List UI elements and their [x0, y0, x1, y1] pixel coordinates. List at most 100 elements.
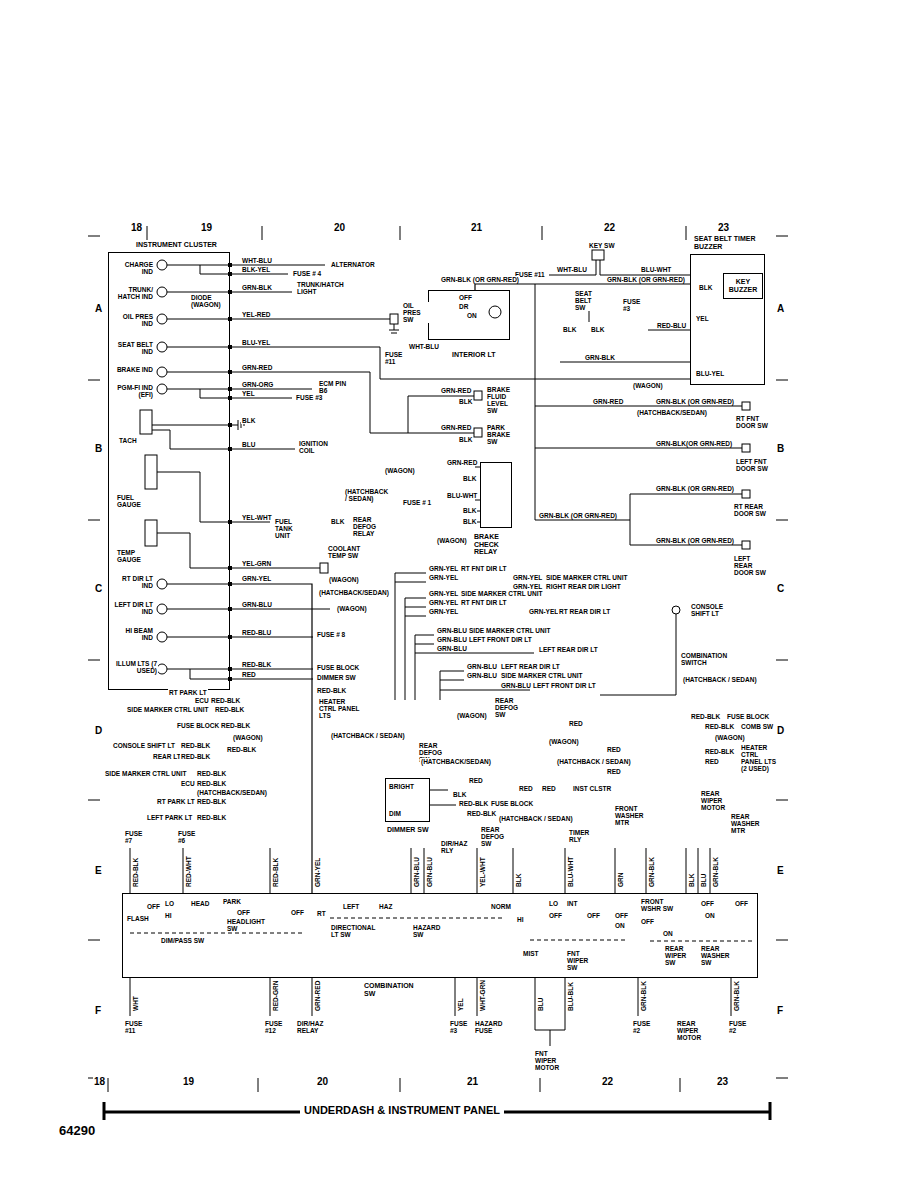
part-label: FNT WIPER MOTOR: [534, 1050, 566, 1071]
part-label: BRIGHT: [388, 783, 415, 790]
part-label: FUSE BLOCK: [316, 664, 360, 671]
part-label: F: [94, 1005, 102, 1016]
part-label: REAR LT: [152, 753, 182, 760]
part-label: FRONT WSHR SW: [640, 898, 676, 912]
terminal: [228, 423, 232, 427]
part-label: TIMER RLY: [568, 829, 590, 843]
part-label: BLK: [462, 475, 477, 482]
gauge-symbol: [140, 410, 157, 546]
indicator-lamp-symbol: [157, 632, 167, 642]
terminal: [228, 396, 232, 400]
part-label: RT FNT DIR LT: [460, 565, 507, 572]
part-label: (WAGON): [456, 712, 488, 719]
part-label: SIDE MARKER CTRL UNIT: [500, 672, 584, 679]
part-label: 20: [316, 1076, 329, 1087]
part-label: ON: [614, 922, 626, 929]
node-title: SEAT BELT TIMER BUZZER: [693, 235, 765, 250]
part-label: GRN-RED: [446, 459, 478, 466]
part-label: REAR DEFOG RELAY: [352, 516, 390, 537]
gauge-symbol: [140, 410, 152, 434]
wire-code: WHT-GRN: [479, 979, 486, 1012]
part-label: LEFT REAR DIR LT: [500, 663, 561, 670]
part-label: RED-BLK: [690, 713, 721, 720]
indicator-lamp-symbol: [157, 287, 167, 297]
wire-code: WHT: [132, 995, 139, 1012]
part-label: 19: [200, 222, 213, 233]
part-label: LEFT REAR DIR LT: [538, 646, 599, 653]
wire: [152, 425, 230, 679]
part-label: RED: [241, 671, 257, 678]
part-label: RED: [518, 785, 534, 792]
part-label: WHT-BLU: [241, 257, 273, 264]
part-label: LEFT DIR LT IND: [112, 601, 154, 615]
part-label: GRN-BLK (OR GRN-RED): [655, 537, 735, 544]
wire-code: RED-BLK: [132, 857, 139, 888]
terminal: [228, 345, 232, 349]
part-label: REAR WASHER MTR: [730, 813, 760, 834]
part-label: OFF: [614, 912, 629, 919]
wire: [167, 265, 230, 398]
part-label: GRN-BLU: [436, 636, 468, 643]
part-label: B: [94, 443, 103, 454]
part-label: SEAT BELT IND: [112, 341, 154, 355]
wire-code: YEL-WHT: [479, 856, 486, 888]
part-label: FUSE # 4: [292, 270, 322, 277]
indicator-lamp-symbol: [157, 367, 167, 377]
part-label: C: [776, 583, 785, 594]
grid-tick: [88, 226, 788, 1092]
part-label: FUSE # 1: [402, 499, 432, 506]
part-label: RT REAR DIR LT: [558, 608, 611, 615]
part-label: GRN-BLK(OR GRN-RED): [655, 440, 733, 447]
switch-linkage: [130, 918, 752, 941]
part-label: DIMMER SW: [316, 674, 357, 681]
part-label: (WAGON): [436, 537, 468, 544]
part-label: OFF: [290, 909, 305, 916]
switch-symbol: [592, 250, 604, 260]
part-label: GRN-BLK (OR GRN-RED): [606, 276, 686, 283]
part-label: BLK: [590, 326, 605, 333]
part-label: SIDE MARKER CTRL UNIT: [468, 627, 552, 634]
part-label: ECU: [180, 780, 196, 787]
part-label: (WAGON): [714, 734, 746, 741]
part-label: E: [94, 865, 103, 876]
terminal: [228, 447, 232, 451]
indicator-lamp-symbol: [157, 579, 167, 589]
part-label: LO: [548, 900, 559, 907]
part-label: GRN-YEL: [428, 574, 459, 581]
indicator-lamp-symbol: [157, 342, 167, 352]
part-label: (HATCHBACK/SEDAN): [420, 758, 492, 765]
wire: [130, 260, 742, 1046]
wire-code: RED-WHT: [185, 855, 192, 888]
node-title: KEY BUZZER: [726, 278, 760, 293]
indicator-lamp-symbol: [157, 664, 167, 674]
part-label: PARK BRAKE SW: [486, 424, 514, 445]
part-label: DIODE (WAGON): [190, 294, 224, 308]
part-label: NORM: [490, 903, 512, 910]
part-label: RED-BLK: [220, 722, 251, 729]
part-label: GRN-RED: [241, 364, 273, 371]
part-label: BLK: [241, 417, 256, 424]
part-label: HAZARD FUSE: [474, 1020, 504, 1034]
part-label: BLK: [462, 518, 477, 525]
terminal: [228, 387, 232, 391]
part-label: FUSE BLOCK: [726, 713, 770, 720]
part-label: (HATCHBACK / SEDAN): [556, 758, 632, 765]
part-label: GRN-BLK (OR GRN-RED): [655, 485, 735, 492]
switch-symbol: [474, 428, 482, 437]
part-label: DIR/HAZ RELAY: [296, 1020, 328, 1034]
part-label: BLK: [330, 518, 345, 525]
terminal: [228, 290, 232, 294]
wire-code: BLK: [688, 873, 695, 888]
wire: [230, 389, 330, 679]
part-label: E: [776, 865, 785, 876]
part-label: GRN-YEL: [428, 565, 459, 572]
part-label: FUSE #3: [295, 394, 323, 401]
part-label: GRN-YEL: [512, 574, 543, 581]
part-label: SIDE MARKER CTRL UNIT: [545, 574, 629, 581]
part-label: F: [776, 1005, 784, 1016]
part-label: TRUNK/HATCH LIGHT: [296, 281, 348, 295]
terminal: [228, 263, 232, 681]
part-label: YEL-WHT: [241, 514, 273, 521]
part-label: REAR DEFOG SW: [494, 697, 522, 718]
part-label: FUEL GAUGE: [116, 494, 148, 508]
